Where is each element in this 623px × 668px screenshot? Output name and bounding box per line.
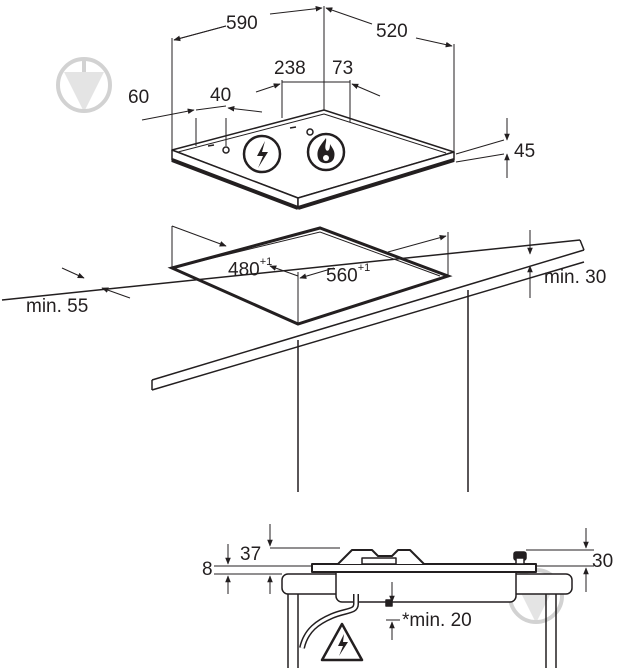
dim-width-590: 590 [226, 13, 258, 34]
dim-cutout-480-tolerance: +1 [259, 256, 273, 268]
dim-cutout-560: 560+1 [326, 263, 370, 287]
dimension-lines-top [142, 5, 510, 178]
dimension-lines-bottom [214, 524, 594, 640]
dim-cutout-480-value: 480 [228, 259, 260, 281]
dim-60: 60 [128, 87, 150, 108]
dim-height-45: 45 [514, 141, 536, 162]
dim-40: 40 [210, 85, 232, 106]
electric-symbol-icon [244, 136, 280, 172]
dimension-lines-middle [62, 226, 533, 324]
dim-min-30: min. 30 [544, 267, 607, 288]
dim-side-37: 37 [240, 544, 262, 565]
dim-cutout-560-value: 560 [326, 265, 358, 287]
dim-cutout-480: 480+1 [228, 257, 272, 281]
side-section [282, 550, 572, 668]
gas-flame-icon [308, 134, 344, 170]
dim-73: 73 [332, 58, 354, 79]
dim-depth-520: 520 [376, 21, 408, 42]
worktop [2, 228, 584, 492]
dim-min-55: min. 55 [26, 296, 89, 317]
dim-cutout-560-tolerance: +1 [357, 262, 371, 274]
electric-warning-icon [322, 624, 362, 660]
dim-238: 238 [274, 58, 306, 79]
watermark-icon [58, 58, 110, 112]
dim-side-8: 8 [202, 559, 213, 580]
dim-side-30: 30 [592, 551, 614, 572]
dim-side-min-20: *min. 20 [402, 610, 472, 631]
